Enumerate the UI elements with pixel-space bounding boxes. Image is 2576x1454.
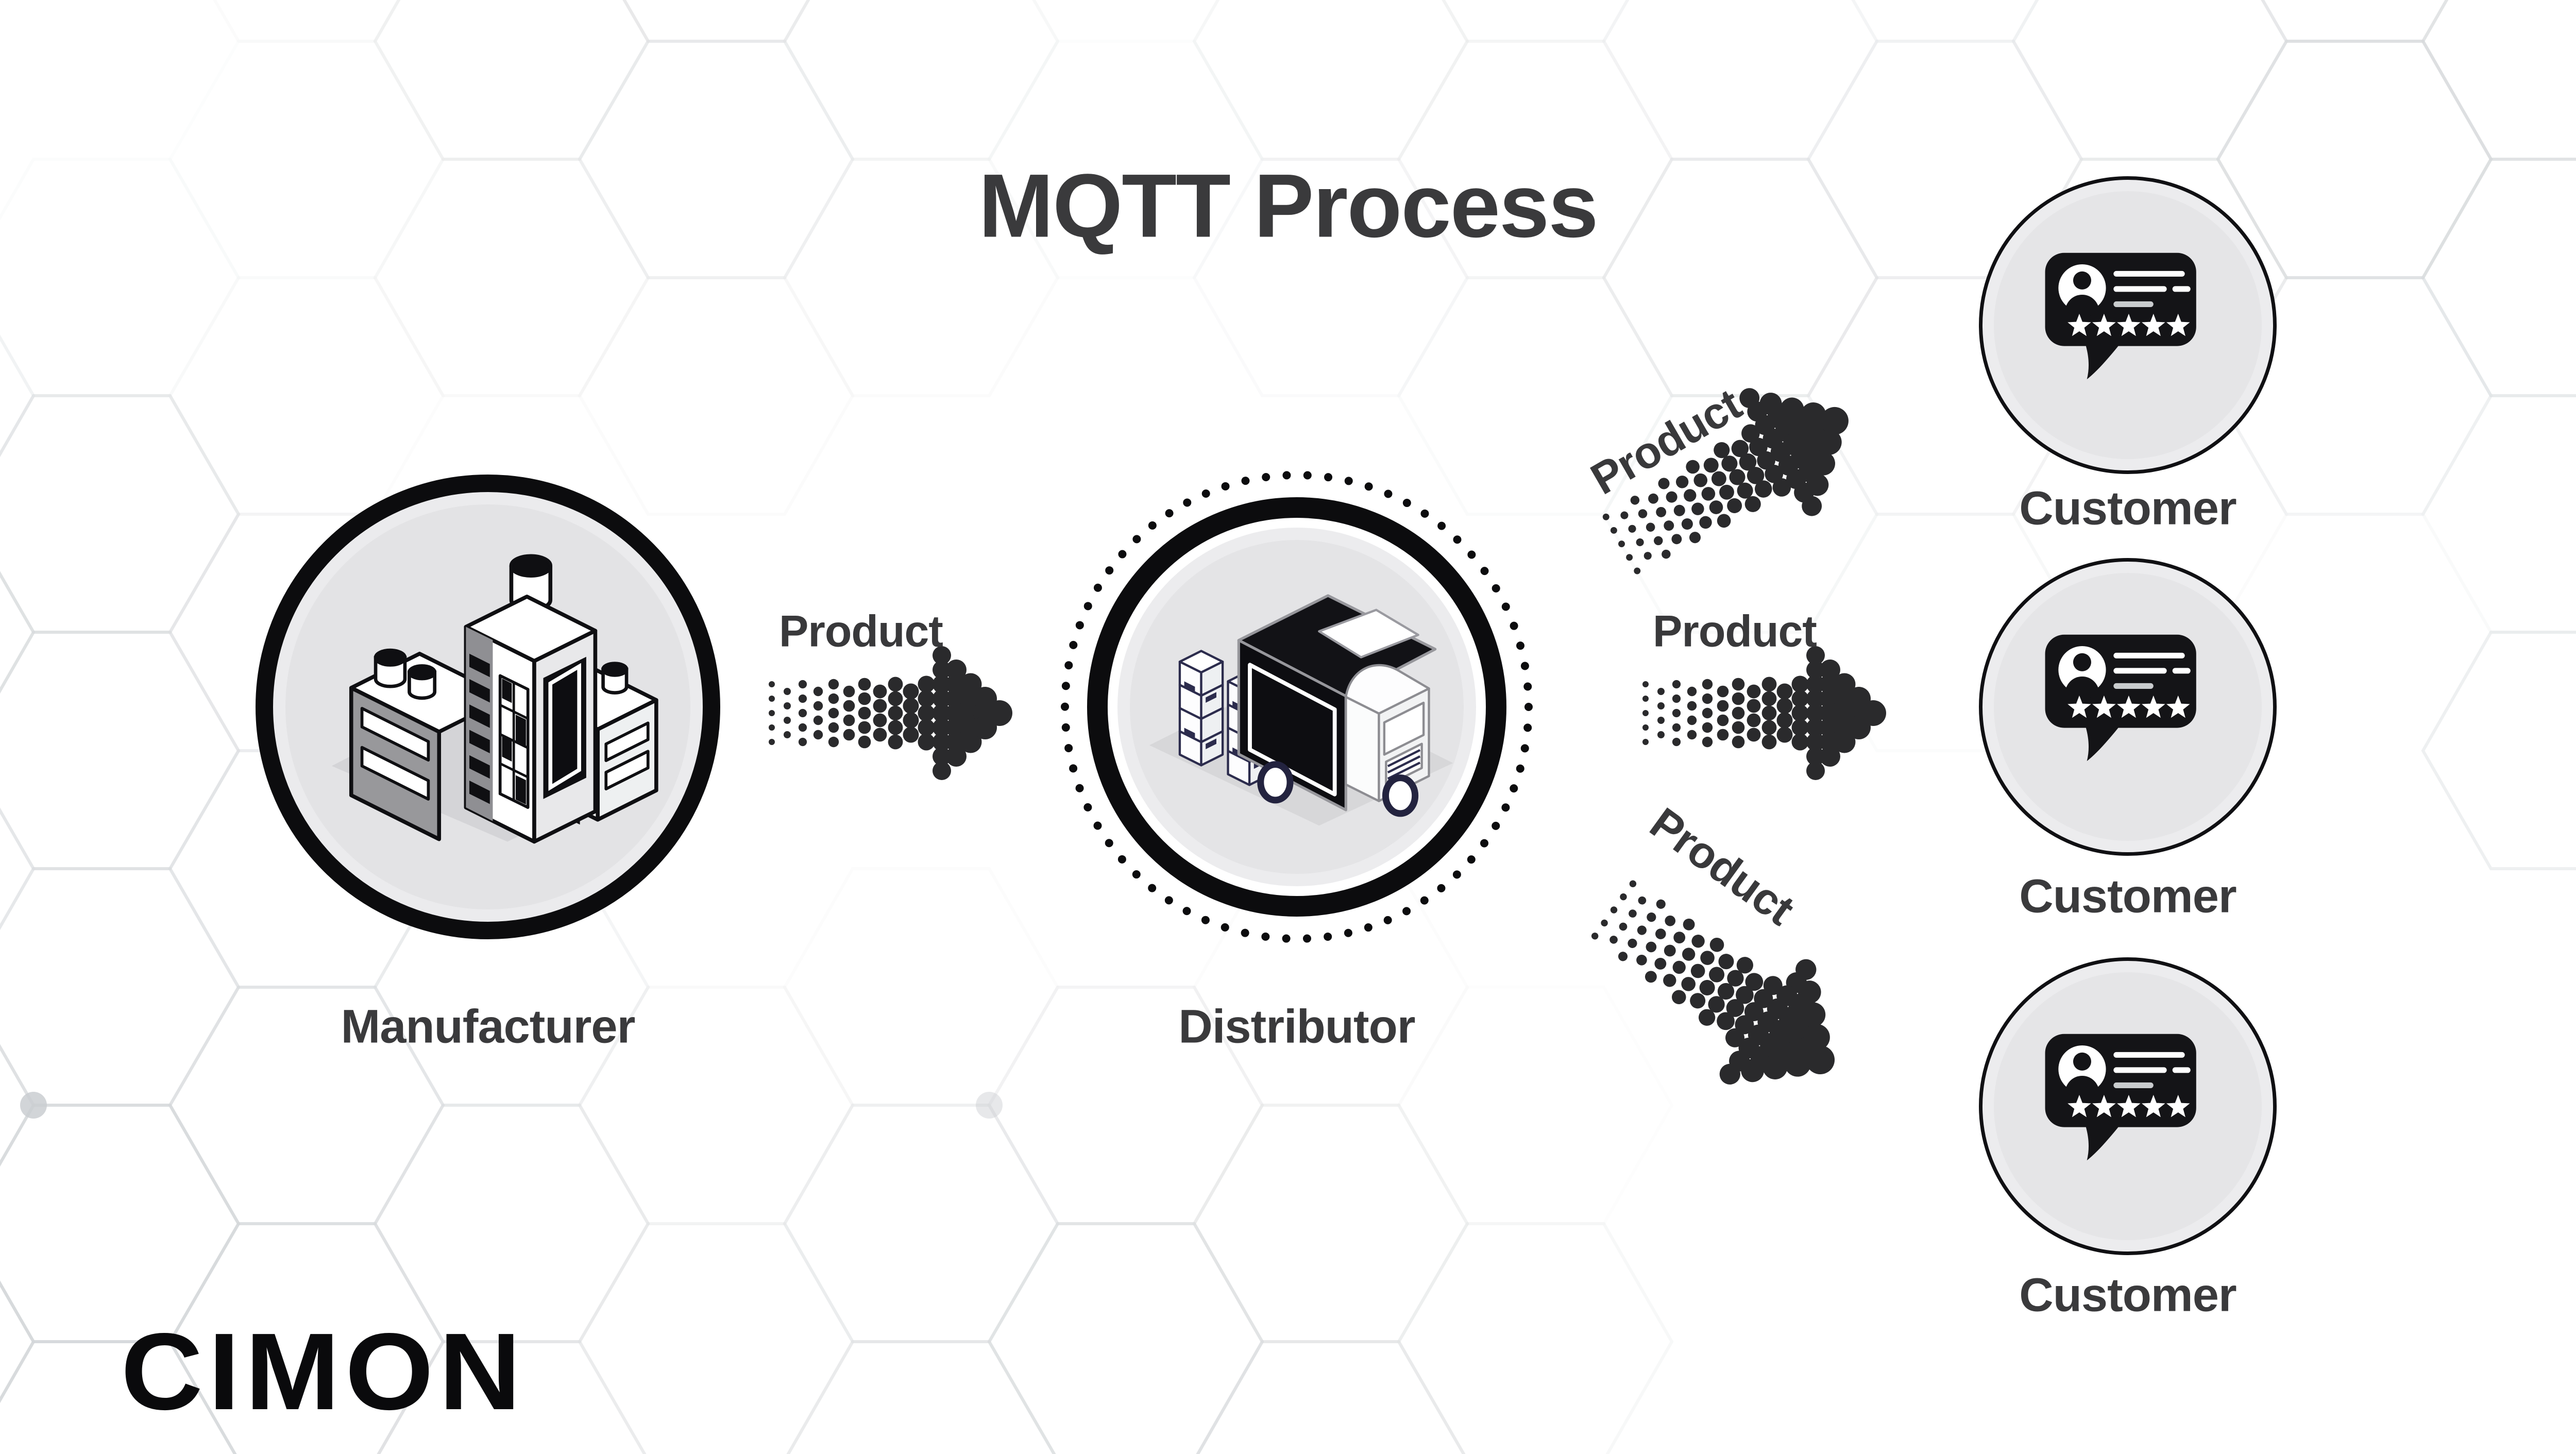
- hexagon-vertex-dot: [20, 1092, 47, 1119]
- hexagon-outline: [0, 1340, 237, 1454]
- review-chat-bubble-icon: [2045, 1034, 2196, 1161]
- hexagon-outline: [168, 40, 445, 279]
- hexagon-outline: [1397, 276, 1674, 516]
- delivery-truck-icon: [1149, 594, 1453, 826]
- manufacturer-node: [256, 475, 720, 939]
- hexagon-outline: [0, 158, 241, 397]
- hexagon-outline: [2216, 40, 2493, 279]
- five-star-rating: [2067, 313, 2190, 336]
- hexagon-outline: [1602, 158, 1879, 397]
- hexagon-outline: [783, 158, 1060, 397]
- hexagon-outline: [1397, 40, 1674, 279]
- customer-node-1: [1979, 176, 2277, 474]
- hexagon-outline: [1397, 1222, 1674, 1454]
- customer-label-2: Customer: [2019, 870, 2236, 923]
- page-title: MQTT Process: [978, 156, 1598, 257]
- hexagon-outline: [2216, 276, 2493, 516]
- flow-label-distributor-customer2: Product: [1653, 606, 1817, 656]
- hexagon-outline: [2421, 631, 2576, 870]
- hexagon-outline: [1192, 0, 1469, 161]
- hexagon-outline: [1602, 0, 1879, 161]
- distributor-node: [1049, 460, 1544, 954]
- hexagon-outline: [578, 276, 855, 516]
- hexagon-vertex-dot: [976, 1092, 1003, 1119]
- hexagon-outline: [0, 807, 36, 931]
- hexagon-outline: [168, 1222, 445, 1454]
- hexagon-outline: [373, 1104, 650, 1343]
- hexagon-outline: [783, 0, 1060, 161]
- customer-node-3: [1979, 957, 2277, 1255]
- review-chat-bubble-icon: [2045, 252, 2196, 380]
- hexagon-outline: [1397, 986, 1674, 1225]
- hexagon-outline: [0, 394, 241, 634]
- hexagon-outline: [0, 334, 36, 458]
- hexagon-outline: [1196, 1340, 1466, 1454]
- hexagon-outline: [2421, 394, 2576, 634]
- customer-node-2: [1979, 558, 2277, 856]
- product-arrow-distributor-customer2: [1642, 646, 1886, 780]
- hexagon-outline: [1192, 1104, 1469, 1343]
- review-chat-bubble-icon: [2045, 634, 2196, 762]
- dotted-ring: [1061, 471, 1533, 943]
- hexagon-outline: [2421, 158, 2576, 397]
- customer-label-1: Customer: [2019, 482, 2236, 535]
- hexagon-outline: [168, 276, 445, 516]
- hexagon-outline: [578, 1222, 855, 1454]
- hexagon-outline: [1442, 0, 1630, 43]
- hexagon-outline: [1602, 394, 1879, 634]
- five-star-rating: [2067, 1094, 2190, 1118]
- hexagon-outline: [377, 1340, 647, 1454]
- hexagon-outline: [987, 1222, 1264, 1454]
- hexagon-outline: [213, 0, 401, 43]
- five-star-rating: [2067, 695, 2190, 718]
- hexagon-outline: [0, 571, 36, 694]
- product-arrow-manufacturer-distributor: [769, 646, 1012, 780]
- hexagon-outline: [0, 631, 241, 870]
- customer-label-3: Customer: [2019, 1269, 2236, 1322]
- cimon-logo: CIMON: [121, 1310, 527, 1432]
- hexagon-outline: [1806, 40, 2083, 279]
- hexagon-outline: [578, 40, 855, 279]
- factory-building-icon: [331, 554, 658, 844]
- product-arrow-distributor-customer1: [1602, 388, 1849, 574]
- manufacturer-label: Manufacturer: [341, 1000, 636, 1053]
- hexagon-outline: [373, 158, 650, 397]
- hexagon-outline: [1851, 0, 2039, 43]
- flow-label-manufacturer-distributor: Product: [779, 606, 943, 656]
- hexagon-outline: [987, 40, 1264, 279]
- distributor-label: Distributor: [1178, 1000, 1415, 1053]
- product-arrow-distributor-customer3: [1591, 880, 1835, 1085]
- hexagon-outline: [578, 986, 855, 1225]
- hexagon-outline: [786, 1340, 1056, 1454]
- hexagon-outline: [783, 867, 1060, 1107]
- hexagon-outline: [622, 0, 810, 43]
- hexagon-outline: [1192, 158, 1469, 397]
- hexagon-outline: [373, 0, 650, 161]
- hexagon-outline: [2421, 0, 2576, 161]
